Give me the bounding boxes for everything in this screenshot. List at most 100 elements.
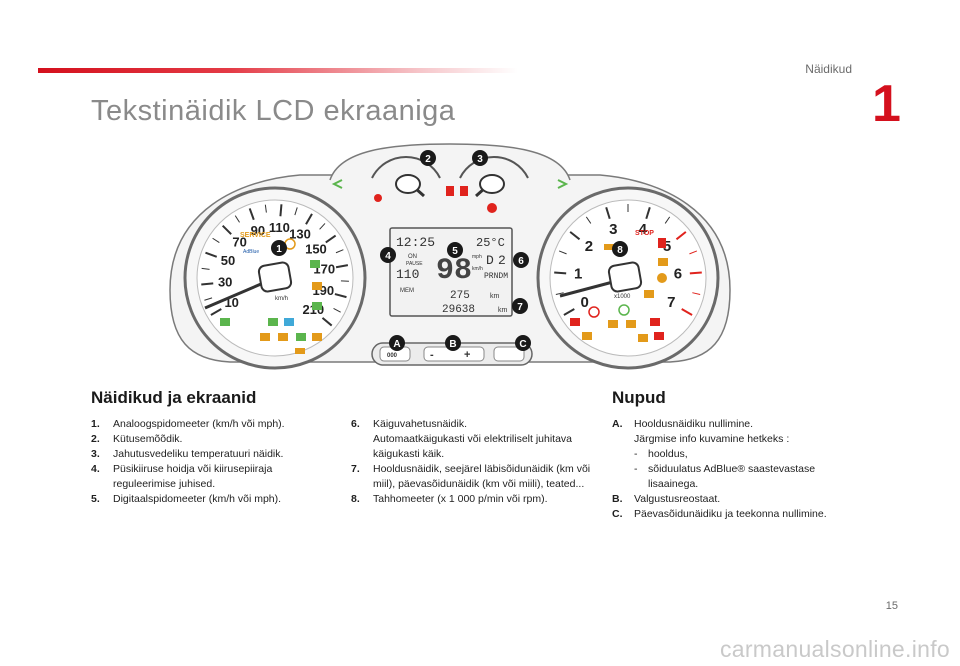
lcd-limit: 110 bbox=[396, 267, 419, 282]
callout-7: 7 bbox=[517, 302, 523, 313]
lcd-temperature: 25°C bbox=[476, 236, 505, 250]
rpm-tick bbox=[681, 308, 693, 316]
list-item: 2.Kütusemõõdik. bbox=[91, 433, 183, 445]
list-item: B.Valgustusreostaat. bbox=[612, 493, 721, 505]
lcd-on-label: ON bbox=[408, 254, 417, 260]
rpm-tick bbox=[605, 206, 611, 220]
indicator-list-continued: 6.Käiguvahetusnäidik.Automaatkäigukasti … bbox=[351, 417, 596, 507]
list-item: 6.Käiguvahetusnäidik.Automaatkäigukasti … bbox=[351, 418, 573, 460]
seatbelt-icon bbox=[658, 238, 666, 248]
lcd-trip-unit: km bbox=[490, 293, 500, 300]
speed-tick bbox=[234, 215, 240, 223]
speed-tick bbox=[210, 308, 222, 316]
lcd-kmh: km/h bbox=[472, 266, 483, 272]
speed-label: 30 bbox=[218, 274, 232, 289]
list-item: A. Hooldusnäidiku nullimine. Järgmise in… bbox=[612, 418, 816, 490]
service-label: SERVICE bbox=[240, 232, 271, 239]
tachometer-gauge: 0 123 456 7 STOP x1000 bbox=[536, 186, 720, 370]
callout-2: 2 bbox=[425, 154, 431, 165]
indicator-icon bbox=[658, 258, 668, 266]
rpm-tick bbox=[563, 308, 575, 316]
rpm-tick bbox=[585, 216, 592, 224]
button-c-reset[interactable] bbox=[493, 346, 525, 362]
speed-tick bbox=[264, 204, 267, 213]
lcd-pause-label: PAUSE bbox=[406, 261, 423, 267]
lights-icon bbox=[220, 318, 230, 326]
brake-icon bbox=[588, 306, 600, 318]
rpm-tick bbox=[555, 292, 564, 295]
lcd-odometer: 29638 bbox=[442, 304, 475, 316]
turn-left-icon bbox=[331, 179, 343, 189]
rpm-tick bbox=[692, 292, 701, 295]
lcd-trip: 275 bbox=[450, 290, 470, 302]
button-a-label: 000 bbox=[387, 353, 398, 359]
indicator-icon bbox=[654, 332, 664, 340]
rpm-tick bbox=[645, 206, 651, 220]
callout-6: 6 bbox=[518, 256, 524, 267]
indicator-icon bbox=[626, 320, 636, 328]
chapter-number: 1 bbox=[872, 75, 901, 133]
speed-tick bbox=[279, 204, 283, 217]
callout-8: 8 bbox=[617, 245, 623, 256]
rpm-label: 1 bbox=[574, 265, 582, 282]
stop-label: STOP bbox=[635, 230, 654, 237]
button-b-minus: - bbox=[430, 349, 434, 361]
speed-label: 90 bbox=[251, 223, 265, 238]
callout-b: B bbox=[449, 339, 456, 350]
lcd-gears: PRNDM bbox=[484, 272, 508, 281]
section-heading-indicators: Näidikud ja ekraanid bbox=[91, 388, 257, 407]
callout-1: 1 bbox=[276, 244, 282, 255]
indicator-icon bbox=[650, 318, 660, 326]
oil-icon bbox=[604, 244, 616, 250]
fuel-gauge bbox=[331, 156, 441, 202]
lcd-time: 12:25 bbox=[396, 235, 435, 250]
callout-a: A bbox=[393, 339, 400, 350]
speed-tick bbox=[201, 282, 214, 286]
indicator-icon bbox=[638, 334, 648, 342]
lights-icon bbox=[260, 333, 270, 341]
speed-tick bbox=[201, 267, 210, 270]
rpm-tick bbox=[554, 271, 567, 275]
speed-tick bbox=[221, 224, 232, 235]
indicator-icon bbox=[310, 260, 320, 268]
lights-icon bbox=[296, 333, 306, 341]
section-heading-buttons: Nupud bbox=[612, 388, 666, 407]
warning-icon bbox=[446, 186, 454, 196]
rpm-label: 3 bbox=[609, 221, 617, 238]
list-item: 4.Püsikiiruse hoidja või kiirusepiiraja … bbox=[91, 463, 273, 490]
rpm-label: 6 bbox=[674, 265, 682, 282]
lcd-mph: mph bbox=[472, 254, 482, 260]
rpm-label: 5 bbox=[663, 238, 671, 255]
lights-icon bbox=[268, 318, 278, 326]
lights-icon bbox=[295, 348, 305, 354]
speed-label: 50 bbox=[221, 253, 235, 268]
page-title: Tekstinäidik LCD ekraaniga bbox=[91, 95, 456, 127]
header-accent-bar bbox=[38, 68, 518, 73]
list-item: 8.Tahhomeeter (x 1 000 p/min või rpm). bbox=[351, 493, 548, 505]
watermark: carmanualsonline.info bbox=[719, 636, 950, 662]
speed-tick bbox=[319, 223, 326, 230]
warning-icon bbox=[460, 186, 468, 196]
speed-tick bbox=[248, 208, 255, 221]
rpm-label: 2 bbox=[585, 238, 593, 255]
callout-3: 3 bbox=[477, 154, 483, 165]
button-b-plus: + bbox=[464, 349, 470, 361]
page-number: 15 bbox=[885, 600, 898, 612]
adblue-label: AdBlue bbox=[243, 249, 259, 255]
indicator-icon bbox=[312, 282, 322, 290]
rpm-tick bbox=[689, 271, 702, 275]
lcd-display: 12:25 25°C ON PAUSE 98 mph km/h 110 D 2 … bbox=[389, 227, 513, 317]
rpm-unit-label: x1000 bbox=[614, 294, 631, 300]
lcd-gear-number: 2 bbox=[498, 253, 506, 268]
list-item: 3.Jahutusvedeliku temperatuuri näidik. bbox=[91, 448, 284, 460]
rpm-label: 7 bbox=[667, 294, 675, 311]
rpm-label: 4 bbox=[639, 221, 648, 238]
rpm-tick bbox=[664, 216, 671, 224]
speed-unit-label: km/h bbox=[275, 296, 288, 302]
indicator-icon bbox=[608, 320, 618, 328]
rpm-label: 0 bbox=[581, 294, 589, 311]
indicator-icon bbox=[312, 302, 322, 310]
button-list: A. Hooldusnäidiku nullimine. Järgmise in… bbox=[612, 417, 862, 522]
indicator-icon bbox=[644, 290, 654, 298]
section-label: Näidikud bbox=[805, 62, 852, 76]
